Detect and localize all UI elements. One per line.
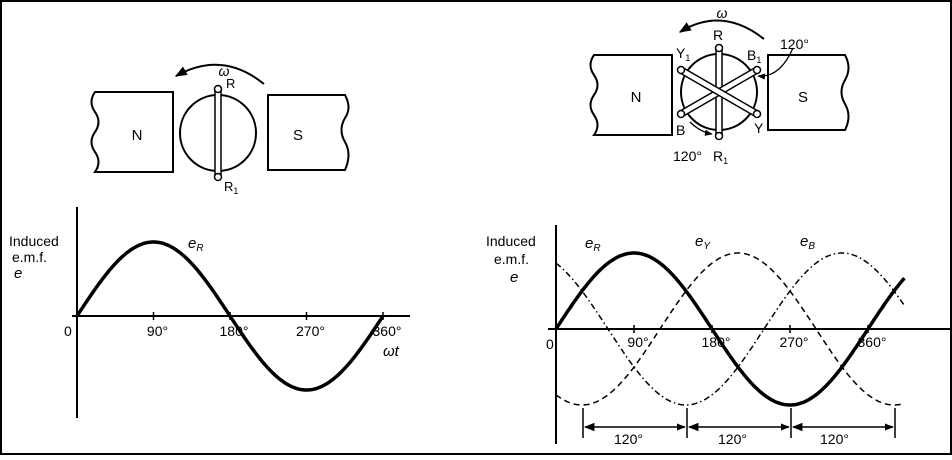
right-curve-ey xyxy=(555,252,905,406)
terminal-b xyxy=(676,109,686,119)
rightTicks-tick-label: 90° xyxy=(627,334,648,350)
right-ylabel-line3: e xyxy=(510,269,518,286)
left-ylabel-line1: Induced xyxy=(9,233,59,249)
rightTicks-tick-label: 270° xyxy=(780,334,809,350)
north-pole-3ph-label: N xyxy=(631,89,642,106)
left-tick-labels: 90° 180° 270° 360° xyxy=(147,312,402,339)
terminal-b1 xyxy=(752,65,762,75)
south-pole-label: S xyxy=(293,127,303,144)
label-b1: B1 xyxy=(747,47,761,65)
phase-label-1: 120° xyxy=(614,431,643,447)
label-b: B xyxy=(676,122,685,138)
label-r: R xyxy=(713,27,723,43)
right-ylabel-line2: e.m.f. xyxy=(494,251,529,267)
phase-spacing-markers xyxy=(582,408,896,438)
right-ylabel-line1: Induced xyxy=(486,233,536,249)
right-label-ey: eY xyxy=(695,233,711,252)
left-generator: N S R R1 ω xyxy=(90,63,350,196)
right-graph: Induced e.m.f. e eR eY eB 0 90° 180° 270° 3… xyxy=(486,225,950,447)
phase-label-2: 120° xyxy=(718,431,747,447)
leftTicks-tick-label: 360° xyxy=(373,323,402,339)
label-r1: R1 xyxy=(713,148,728,166)
terminal-y1 xyxy=(676,65,686,75)
south-pole xyxy=(267,94,350,171)
leftTicks-tick-label: 180° xyxy=(220,323,249,339)
coil-terminal-r xyxy=(213,84,223,94)
coil-terminals xyxy=(676,43,762,141)
right-label-eb: eB xyxy=(800,233,815,252)
rotation-arrow-3ph xyxy=(678,19,765,40)
right-curve-er xyxy=(554,251,906,407)
omega-label-3ph: ω xyxy=(717,5,728,21)
angle-label-bottom: 120° xyxy=(673,148,702,164)
north-pole-3ph xyxy=(589,54,673,136)
label-y: Y xyxy=(754,120,764,136)
angle-label-top: 120° xyxy=(780,36,809,52)
phase-label-3: 120° xyxy=(820,431,849,447)
angle-arrow-bottom xyxy=(689,121,713,136)
left-curve-label: eR xyxy=(188,235,204,254)
coil-terminal-r1 xyxy=(213,172,223,182)
left-graph: Induced e.m.f. e eR 0 90° 180° 270° 360° ωt xyxy=(9,207,410,418)
right-origin-label: 0 xyxy=(546,336,554,352)
right-label-er: eR xyxy=(585,235,601,254)
label-y1: Y1 xyxy=(676,45,690,63)
rotation-arrow xyxy=(174,63,265,85)
right-curve-eb xyxy=(555,252,906,406)
coil-label-r: R xyxy=(226,76,235,91)
omega-label: ω xyxy=(219,63,230,79)
left-ylabel-line2: e.m.f. xyxy=(12,249,47,265)
coil-label-r1: R1 xyxy=(224,179,238,196)
left-origin-label: 0 xyxy=(64,323,72,339)
rightTicks-tick-label: 180° xyxy=(702,334,731,350)
terminal-y xyxy=(752,109,762,119)
right-tick-labels: 90° 180° 270° 360° xyxy=(627,325,886,350)
angle-arrow-top xyxy=(757,47,794,80)
south-pole-3ph-label: S xyxy=(798,89,808,106)
right-generator: N S R Y1 B1 B Y R1 ω 120° 120° xyxy=(589,5,850,166)
north-pole-label: N xyxy=(132,127,143,144)
left-x-label: ωt xyxy=(383,343,400,360)
terminal-r xyxy=(714,43,724,53)
north-pole xyxy=(90,91,174,173)
rightTicks-tick-label: 360° xyxy=(858,334,887,350)
terminal-r1 xyxy=(714,131,724,141)
coil xyxy=(214,88,222,178)
left-ylabel-line3: e xyxy=(14,265,22,282)
leftTicks-tick-label: 270° xyxy=(296,323,325,339)
south-pole-3ph xyxy=(767,54,850,131)
leftTicks-tick-label: 90° xyxy=(147,323,168,339)
